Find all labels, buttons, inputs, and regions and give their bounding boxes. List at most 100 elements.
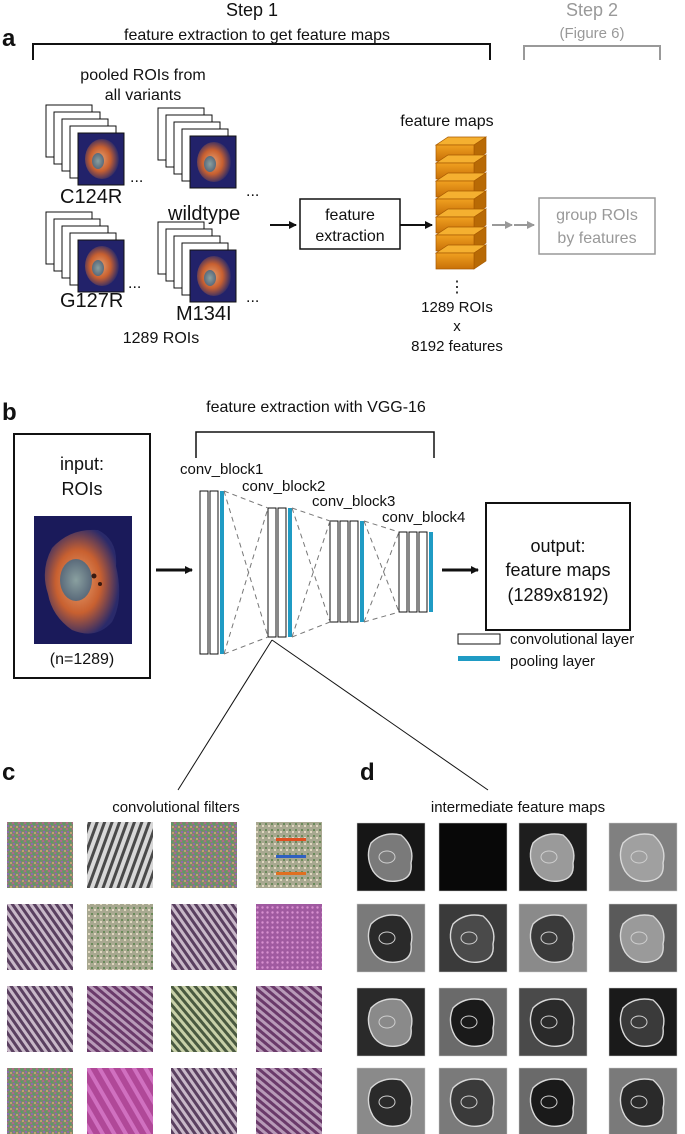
connection-line <box>223 490 269 509</box>
panel-d-title: intermediate feature maps <box>431 799 605 816</box>
group-box-line1: group ROIs <box>556 207 638 224</box>
connection-line <box>291 520 331 638</box>
cell-outline <box>449 914 495 963</box>
connection-line <box>291 507 331 623</box>
step1-bracket <box>32 43 491 60</box>
feature-extraction-box <box>299 198 401 250</box>
cell-outline <box>529 914 575 963</box>
conv-filter-tile <box>7 986 73 1052</box>
filter-streak <box>276 838 306 841</box>
zoom-line-right <box>271 639 489 791</box>
conv-block-3 <box>329 520 364 623</box>
feature-extraction-line2: extraction <box>315 228 384 245</box>
feature-map-tile <box>608 987 678 1057</box>
legend-conv-label: convolutional layer <box>510 631 634 648</box>
conv-layer <box>267 507 277 638</box>
panel-label-b: b <box>2 399 17 426</box>
feature-map-tile <box>438 987 508 1057</box>
vgg-title: feature extraction with VGG-16 <box>206 399 426 416</box>
group-box-line2: by features <box>557 230 636 247</box>
variant-label-m134i: M134I <box>176 303 232 325</box>
conv-filter-tile <box>171 986 237 1052</box>
pooling-layer <box>429 532 433 612</box>
feature-maps-title: feature maps <box>400 113 493 130</box>
conv-layer <box>329 520 339 623</box>
roi-stacks <box>45 104 237 303</box>
roi-stack-g127r <box>45 211 125 293</box>
feature-map-tile <box>356 822 426 892</box>
conv-filter-tile <box>7 904 73 970</box>
group-rois-box <box>538 197 656 255</box>
conv-filter-tile <box>87 986 153 1052</box>
input-label-line1: input: <box>60 454 104 474</box>
ellipsis-c124r: ... <box>130 169 143 186</box>
conv-filter-grid <box>7 822 322 1134</box>
ellipsis-wildtype: ... <box>246 183 259 200</box>
output-line1: output: <box>530 536 585 556</box>
variant-label-c124r: C124R <box>60 186 122 208</box>
connection-line <box>363 531 400 623</box>
cell-outline <box>449 998 495 1047</box>
feature-map-tile <box>356 1067 426 1134</box>
connection-line <box>223 490 269 638</box>
conv-filter-tile <box>256 904 322 970</box>
variant-label-wildtype: wildtype <box>167 203 240 225</box>
conv-filter-tile <box>256 1068 322 1134</box>
cell-outline <box>619 1078 665 1127</box>
conv-filter-tile <box>87 1068 153 1134</box>
conv-layer <box>398 531 408 613</box>
feature-map-tile <box>356 987 426 1057</box>
conv-layer <box>277 507 287 638</box>
output-line2: feature maps <box>505 560 610 580</box>
connection-line <box>223 636 269 655</box>
feature-map-tile <box>518 987 588 1057</box>
panel-label-c: c <box>2 759 15 786</box>
vgg-bracket <box>195 431 435 458</box>
output-box <box>485 502 631 631</box>
feature-map-tile <box>438 822 508 892</box>
connection-line <box>291 507 331 522</box>
cell-outline <box>367 998 413 1047</box>
step2-subtitle: (Figure 6) <box>559 25 624 42</box>
feature-map-tile <box>518 1067 588 1134</box>
nucleus-shape <box>204 270 216 286</box>
pooled-total: 1289 ROIs <box>123 330 199 347</box>
feature-map-tile <box>608 822 678 892</box>
cell-outline <box>367 914 413 963</box>
conv-filter-tile <box>87 822 153 888</box>
feature-map-tile <box>356 903 426 973</box>
feature-maps-features: 8192 features <box>411 338 503 355</box>
ellipsis-g127r: ... <box>128 275 141 292</box>
conv-filter-tile <box>256 986 322 1052</box>
conv-layer <box>199 490 209 655</box>
panel-c-title: convolutional filters <box>112 799 240 816</box>
cell-outline <box>529 1078 575 1127</box>
feature-map-tile <box>518 903 588 973</box>
feature-map-tile <box>438 903 508 973</box>
cell-outline <box>619 833 665 882</box>
cell-outline <box>367 1078 413 1127</box>
feature-map-stack <box>434 136 488 270</box>
feature-map-block <box>434 244 488 270</box>
cell-outline <box>449 1078 495 1127</box>
step1-title: Step 1 <box>226 0 278 20</box>
block-label-3: conv_block3 <box>312 493 395 510</box>
feature-extraction-line1: feature <box>325 207 375 224</box>
conv-filter-tile <box>7 1068 73 1134</box>
feature-map-tile <box>608 903 678 973</box>
roi-stack-c124r <box>45 104 125 186</box>
feature-map-grid <box>356 822 678 1134</box>
nucleus-shape <box>92 153 104 169</box>
conv-layer <box>418 531 428 613</box>
input-count: (n=1289) <box>50 651 115 668</box>
feature-maps-x: x <box>453 318 461 335</box>
panel-label-a: a <box>2 25 16 52</box>
conv-block-2 <box>267 507 292 638</box>
step1-subtitle: feature extraction to get feature maps <box>124 27 390 44</box>
legend-pool-label: pooling layer <box>510 653 595 670</box>
step2-bracket <box>523 45 661 60</box>
feature-maps-rois: 1289 ROIs <box>421 299 493 316</box>
variant-label-g127r: G127R <box>60 290 123 312</box>
conv-block-4 <box>398 531 433 613</box>
cell-outline <box>619 998 665 1047</box>
